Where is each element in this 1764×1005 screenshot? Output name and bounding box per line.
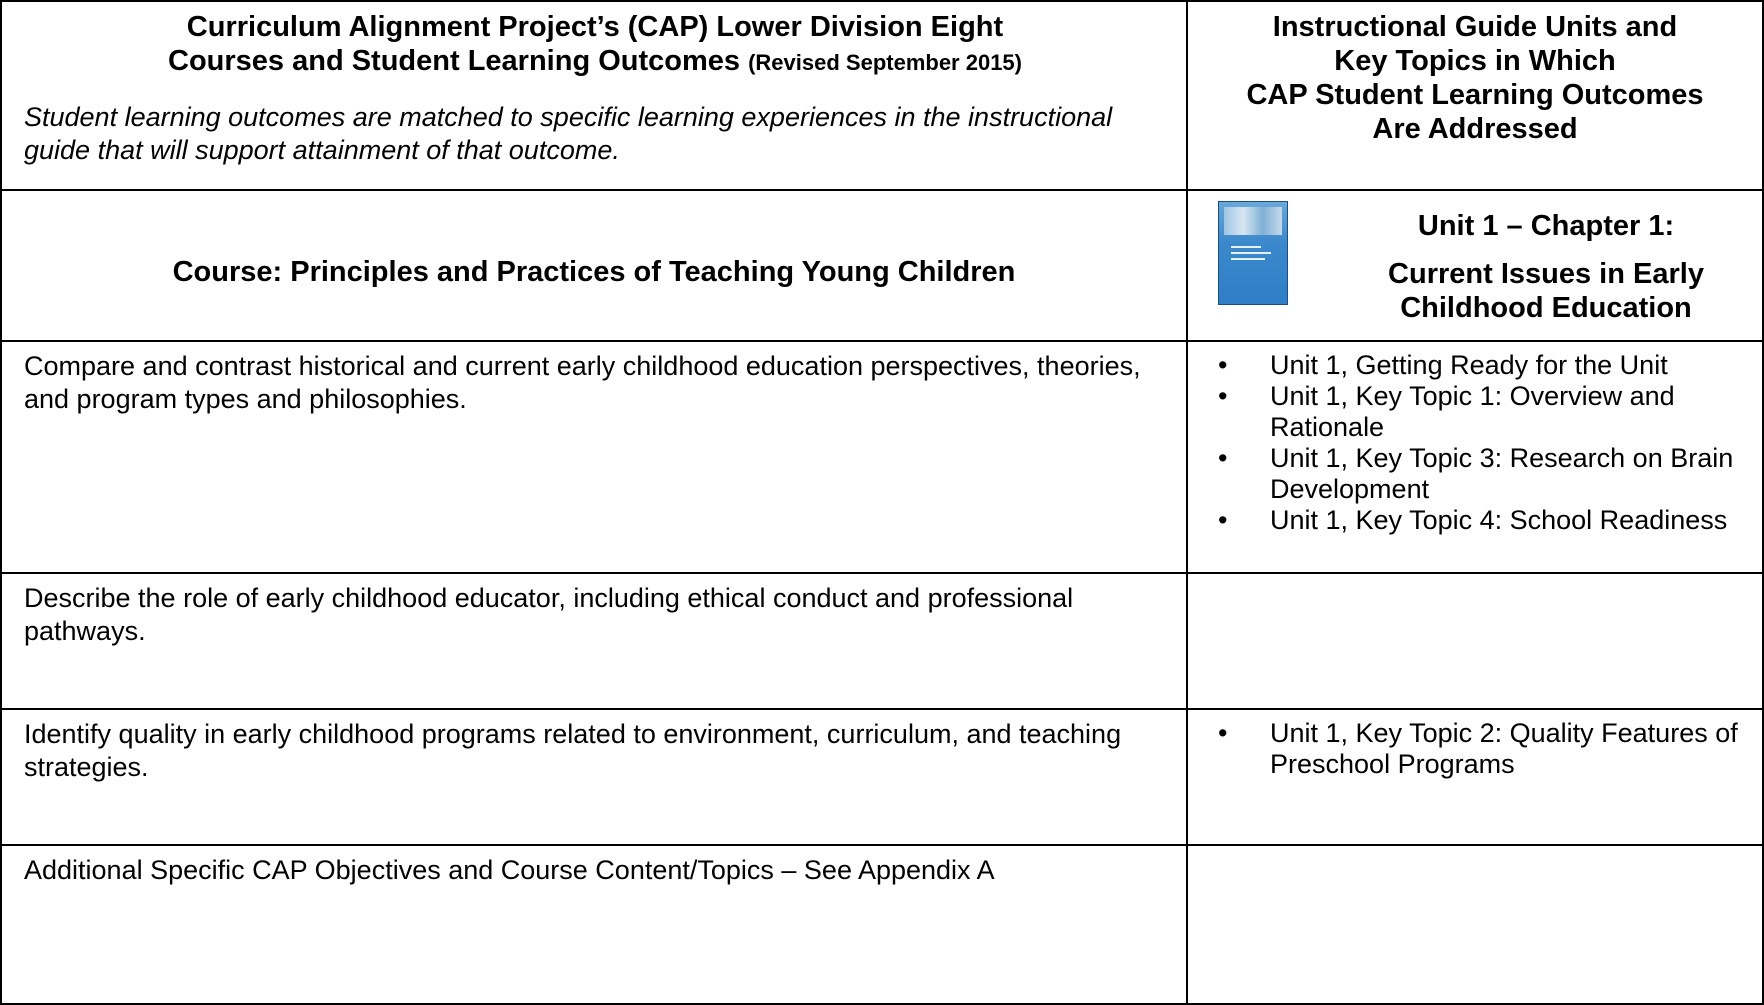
right-title-line: Are Addressed xyxy=(1372,113,1578,145)
header-right-cell: Instructional Guide Units and Key Topics… xyxy=(1186,0,1764,191)
title-line-2: Courses and Student Learning Outcomes (R… xyxy=(24,44,1166,80)
topic-item: Unit 1, Key Topic 2: Quality Features of… xyxy=(1218,718,1756,780)
outcome-cell: Compare and contrast historical and curr… xyxy=(0,340,1188,574)
topics-cell: Unit 1, Getting Ready for the Unit Unit … xyxy=(1186,340,1764,574)
course-row: Course: Principles and Practices of Teac… xyxy=(0,189,1764,342)
topic-item: Unit 1, Key Topic 4: School Readiness xyxy=(1218,505,1756,536)
unit-cell: Unit 1 – Chapter 1: Current Issues in Ea… xyxy=(1186,189,1764,342)
header-note: Student learning outcomes are matched to… xyxy=(24,102,1113,165)
topics-list: Unit 1, Getting Ready for the Unit Unit … xyxy=(1188,342,1762,536)
book-cover-image xyxy=(1218,201,1288,305)
revised-note: (Revised September 2015) xyxy=(748,50,1022,75)
topic-item: Unit 1, Getting Ready for the Unit xyxy=(1218,350,1756,381)
right-title-line: Instructional Guide Units and xyxy=(1272,11,1678,43)
topics-list: Unit 1, Key Topic 2: Quality Features of… xyxy=(1188,710,1762,780)
right-title-line: Key Topics in Which xyxy=(1334,45,1616,77)
outcome-row: Additional Specific CAP Objectives and C… xyxy=(0,844,1764,1005)
title-line-2-text: Courses and Student Learning Outcomes xyxy=(168,45,741,77)
right-title-line: CAP Student Learning Outcomes xyxy=(1246,79,1704,111)
unit-heading: Unit 1 – Chapter 1: Current Issues in Ea… xyxy=(1338,209,1754,325)
title-line-1: Curriculum Alignment Project’s (CAP) Low… xyxy=(186,11,1004,43)
topics-cell xyxy=(1186,572,1764,710)
topics-cell xyxy=(1186,844,1764,1005)
header-left-cell: Curriculum Alignment Project’s (CAP) Low… xyxy=(0,0,1188,191)
course-title: Course: Principles and Practices of Teac… xyxy=(172,256,1016,288)
unit-heading-line-1: Unit 1 – Chapter 1: xyxy=(1417,210,1675,242)
outcome-row: Identify quality in early childhood prog… xyxy=(0,708,1764,846)
topic-item: Unit 1, Key Topic 3: Research on Brain D… xyxy=(1218,443,1756,505)
outcome-cell: Describe the role of early childhood edu… xyxy=(0,572,1188,710)
document-title: Curriculum Alignment Project’s (CAP) Low… xyxy=(24,10,1166,80)
header-row: Curriculum Alignment Project’s (CAP) Low… xyxy=(0,0,1764,191)
unit-heading-line-2: Current Issues in Early Childhood Educat… xyxy=(1388,258,1704,324)
course-cell: Course: Principles and Practices of Teac… xyxy=(0,189,1188,342)
outcome-cell: Additional Specific CAP Objectives and C… xyxy=(0,844,1188,1005)
topic-item: Unit 1, Key Topic 1: Overview and Ration… xyxy=(1218,381,1756,443)
topics-cell: Unit 1, Key Topic 2: Quality Features of… xyxy=(1186,708,1764,846)
outcome-cell: Identify quality in early childhood prog… xyxy=(0,708,1188,846)
outcome-row: Compare and contrast historical and curr… xyxy=(0,340,1764,574)
right-column-title: Instructional Guide Units and Key Topics… xyxy=(1198,10,1752,146)
outcome-row: Describe the role of early childhood edu… xyxy=(0,572,1764,710)
